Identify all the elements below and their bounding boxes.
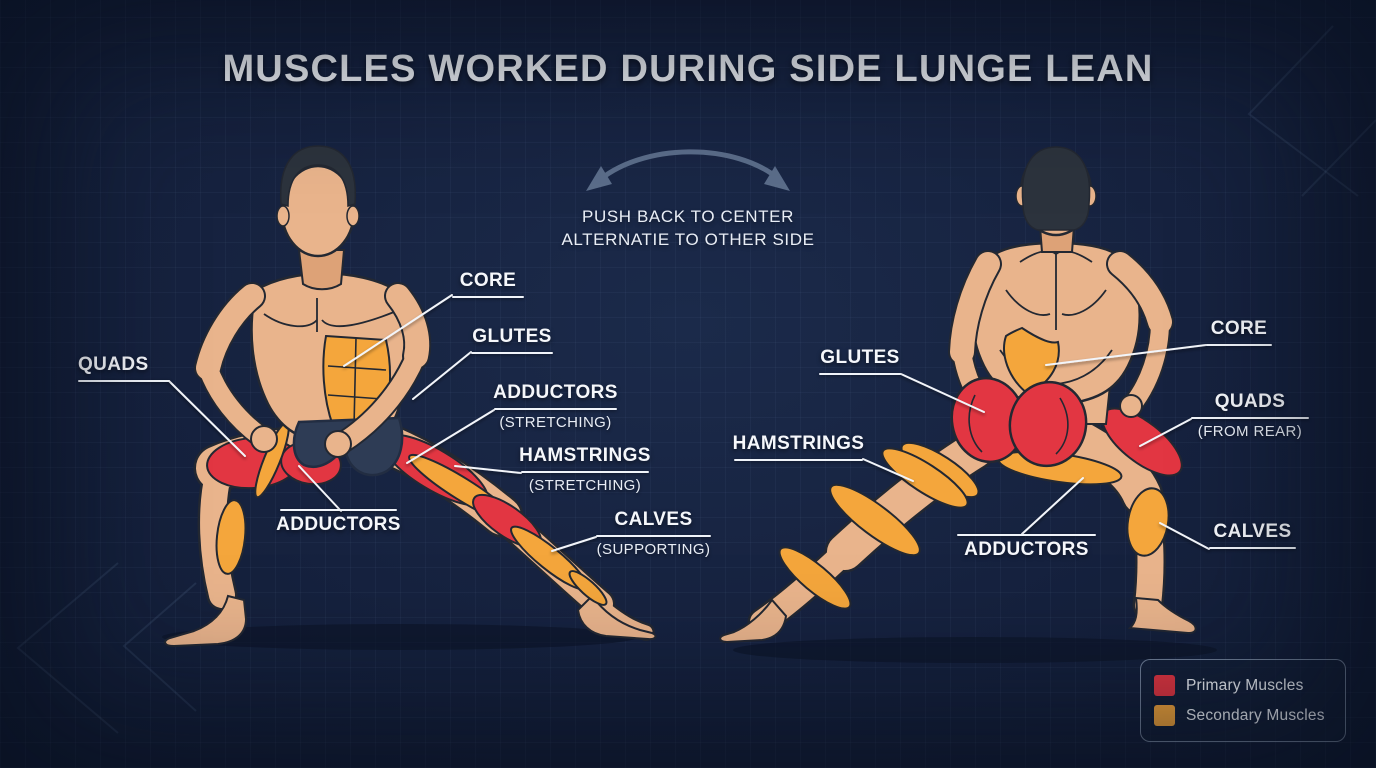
front-hair (279, 145, 357, 207)
leader-lines (168, 294, 1210, 552)
label-underline (1209, 546, 1296, 549)
label-underline (819, 372, 901, 375)
label-subtext: (STRETCHING) (528, 476, 642, 494)
label-subtext: (STRETCHING) (499, 413, 612, 431)
back-figure-shadow (733, 637, 1217, 663)
front-left-ear (276, 205, 290, 227)
label-text: ADDUCTORS (493, 382, 618, 403)
leader-core-front (343, 294, 453, 367)
leader-quads-rear (1139, 418, 1192, 447)
back-glute-lines (968, 394, 1069, 455)
leader-calves-supporting (551, 536, 597, 552)
label-underline (734, 458, 863, 461)
front-right-arm (330, 282, 432, 455)
label-underline (596, 534, 711, 537)
label-underline (521, 470, 649, 473)
back-right-hand (1119, 394, 1143, 418)
back-figure-illustration (719, 146, 1217, 663)
leader-calves-back (1159, 522, 1210, 550)
leader-adductors-front (298, 465, 342, 512)
label-text: CORE (1210, 318, 1268, 339)
back-extended-leg-muscles (778, 441, 980, 610)
label-text: QUADS (78, 354, 149, 375)
label-calves-supporting: CALVES (SUPPORTING) (596, 509, 711, 558)
label-text: HAMSTRINGS (732, 433, 865, 454)
label-hamstrings-stretching: HAMSTRINGS (STRETCHING) (519, 445, 651, 494)
label-underline (494, 407, 617, 410)
label-overline (280, 509, 397, 511)
leader-adductors-back (1021, 477, 1084, 535)
front-figure-shadow (162, 624, 638, 650)
leader-glutes-back (900, 373, 985, 413)
label-adductors-back: ADDUCTORS (957, 534, 1096, 561)
label-text: ADDUCTORS (276, 514, 401, 535)
instruction-line-1: PUSH BACK TO CENTER (582, 207, 794, 226)
back-bent-foot (1127, 596, 1197, 635)
back-glute-muscles (950, 376, 1088, 468)
back-extended-foot (719, 598, 788, 644)
label-glutes-back: GLUTES (819, 347, 901, 375)
label-text: GLUTES (472, 326, 552, 347)
legend-row-primary: Primary Muscles (1154, 675, 1332, 696)
primary-muscles-swatch (1154, 675, 1175, 696)
label-glutes-front: GLUTES (471, 326, 553, 354)
front-figure-illustration (162, 145, 657, 650)
page-title: MUSCLES WORKED DURING SIDE LUNGE LEAN (222, 48, 1154, 90)
corner-deco-lines (16, 25, 1376, 734)
label-underline (452, 295, 524, 298)
label-quads-front: QUADS (78, 354, 170, 382)
label-text: QUADS (1214, 391, 1286, 412)
leader-core-back (1045, 344, 1207, 366)
label-calves-back: CALVES (1209, 521, 1296, 549)
label-subtext: (SUPPORTING) (596, 540, 711, 558)
leader-hamstrings-stretching (454, 465, 522, 474)
leader-glutes-front (412, 351, 472, 400)
label-text: CALVES (614, 509, 693, 530)
label-text: CORE (459, 270, 517, 291)
label-adductors-stretching: ADDUCTORS (STRETCHING) (493, 382, 618, 431)
label-adductors-front: ADDUCTORS (276, 509, 400, 536)
label-underline (1206, 343, 1272, 346)
label-text: HAMSTRINGS (519, 445, 651, 466)
label-text: CALVES (1213, 521, 1292, 542)
label-underline (471, 351, 553, 354)
instruction-line-2: ALTERNATIE TO OTHER SIDE (561, 230, 815, 249)
label-core-back: CORE (1206, 318, 1272, 346)
legend-label-primary: Primary Muscles (1186, 676, 1304, 694)
front-right-ear (346, 205, 360, 227)
back-hair (1021, 146, 1091, 231)
label-underline (1191, 416, 1309, 419)
front-neck (297, 249, 346, 291)
leader-hamstrings-back (862, 458, 914, 482)
label-text: ADDUCTORS (964, 539, 1089, 560)
label-underline (78, 379, 170, 382)
label-core-front: CORE (452, 270, 524, 298)
front-right-hand (324, 430, 352, 458)
legend-label-secondary: Secondary Muscles (1186, 706, 1325, 724)
leader-adductors-stretching (406, 409, 495, 464)
legend-row-secondary: Secondary Muscles (1154, 705, 1332, 726)
label-hamstrings-back: HAMSTRINGS (732, 433, 865, 461)
front-left-hand (250, 425, 278, 453)
front-bent-foot (164, 594, 248, 648)
label-text: GLUTES (820, 347, 900, 368)
instruction-text: PUSH BACK TO CENTER ALTERNATIE TO OTHER … (478, 205, 898, 251)
front-torso-lines (263, 298, 395, 332)
legend: Primary Muscles Secondary Muscles (1140, 659, 1346, 742)
curved-double-arrow-icon (586, 149, 790, 191)
front-extended-foot (576, 594, 657, 641)
leader-quads-front (168, 380, 246, 457)
label-quads-rear: QUADS (FROM REAR) (1191, 391, 1309, 440)
label-overline (957, 534, 1096, 536)
front-abs-lines (327, 337, 387, 428)
label-subtext: (FROM REAR) (1197, 422, 1303, 440)
secondary-muscles-swatch (1154, 705, 1175, 726)
